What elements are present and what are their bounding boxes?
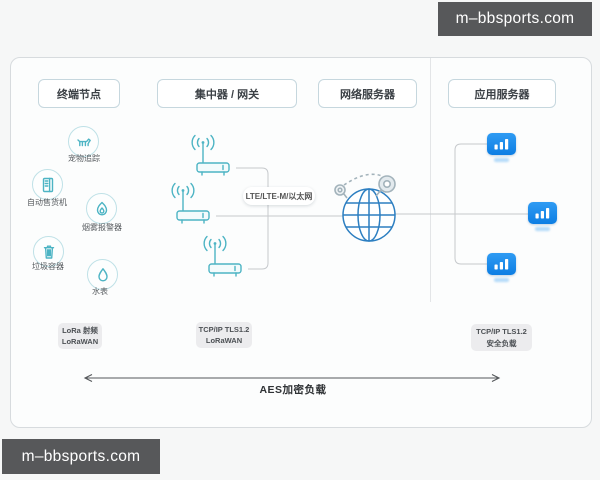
- stage-label-network-server: 网络服务器: [318, 79, 417, 108]
- protocol-tag-tcpip-lorawan: TCP/IP TLS1.2 LoRaWAN: [196, 322, 252, 348]
- roaming-dashed-arc: [343, 173, 383, 186]
- stage-label-end-nodes: 终端节点: [38, 79, 120, 108]
- tag-line: LoRa 射频: [62, 325, 98, 335]
- device-smoke-alarm: [86, 193, 117, 224]
- tag-line: TCP/IP TLS1.2: [198, 324, 250, 334]
- device-vending-machine: [32, 169, 63, 200]
- stage-label-concentrator-gateway: 集中器 / 网关: [157, 79, 297, 108]
- tile-reflection: [535, 227, 550, 231]
- globe-icon: [334, 173, 396, 242]
- bar-chart-icon: [535, 208, 550, 219]
- tag-line: LoRaWAN: [205, 336, 243, 345]
- app-server-tile: [528, 202, 557, 224]
- diagram-card: [10, 57, 592, 428]
- wireless-router-icon: [191, 134, 230, 176]
- tag-line: 安全负载: [486, 338, 517, 348]
- map-pin-icon: [375, 175, 396, 197]
- wireless-router-icon: [171, 182, 210, 224]
- app-server-tile: [487, 253, 516, 275]
- stage-text: 网络服务器: [340, 88, 395, 101]
- watermark-top-right: m–bbsports.com: [438, 2, 592, 36]
- device-label: 水表: [92, 287, 108, 296]
- stage-text: 集中器 / 网关: [194, 88, 260, 101]
- stage-label-application-server: 应用服务器: [448, 79, 556, 108]
- aes-arrow-label: AES加密负载: [259, 384, 327, 396]
- tile-reflection: [494, 278, 509, 282]
- bar-chart-icon: [494, 259, 509, 270]
- tile-reflection: [494, 158, 509, 162]
- device-label: 垃圾容器: [32, 262, 64, 271]
- link-protocol-label: LTE/LTE-M/以太网: [243, 187, 315, 205]
- map-pin-icon: [334, 184, 348, 199]
- device-trash-container: [33, 236, 64, 267]
- device-water-meter: [87, 259, 118, 290]
- stage-text: 应用服务器: [474, 88, 530, 101]
- stage-text: 终端节点: [57, 88, 101, 101]
- protocol-tag-lora: LoRa 射频 LoRaWAN: [58, 323, 102, 349]
- dog-icon: [76, 137, 91, 146]
- wireless-router-icon: [203, 235, 242, 277]
- protocol-tag-tcpip-secure: TCP/IP TLS1.2 安全负载: [471, 324, 532, 351]
- bar-chart-icon: [494, 139, 509, 150]
- device-label: 宠物追踪: [68, 154, 100, 163]
- device-pet-tracker: [68, 126, 99, 157]
- water-drop-icon: [97, 267, 108, 281]
- device-label: 自动售货机: [27, 198, 67, 207]
- app-server-tile: [487, 133, 516, 155]
- tag-line: TCP/IP TLS1.2: [476, 327, 527, 337]
- tag-line: LoRaWAN: [61, 337, 99, 346]
- vending-machine-icon: [42, 177, 53, 192]
- device-label: 烟雾报警器: [82, 223, 122, 232]
- flame-icon: [96, 201, 107, 215]
- trash-bin-icon: [43, 245, 54, 259]
- watermark-bottom-left: m–bbsports.com: [2, 439, 160, 474]
